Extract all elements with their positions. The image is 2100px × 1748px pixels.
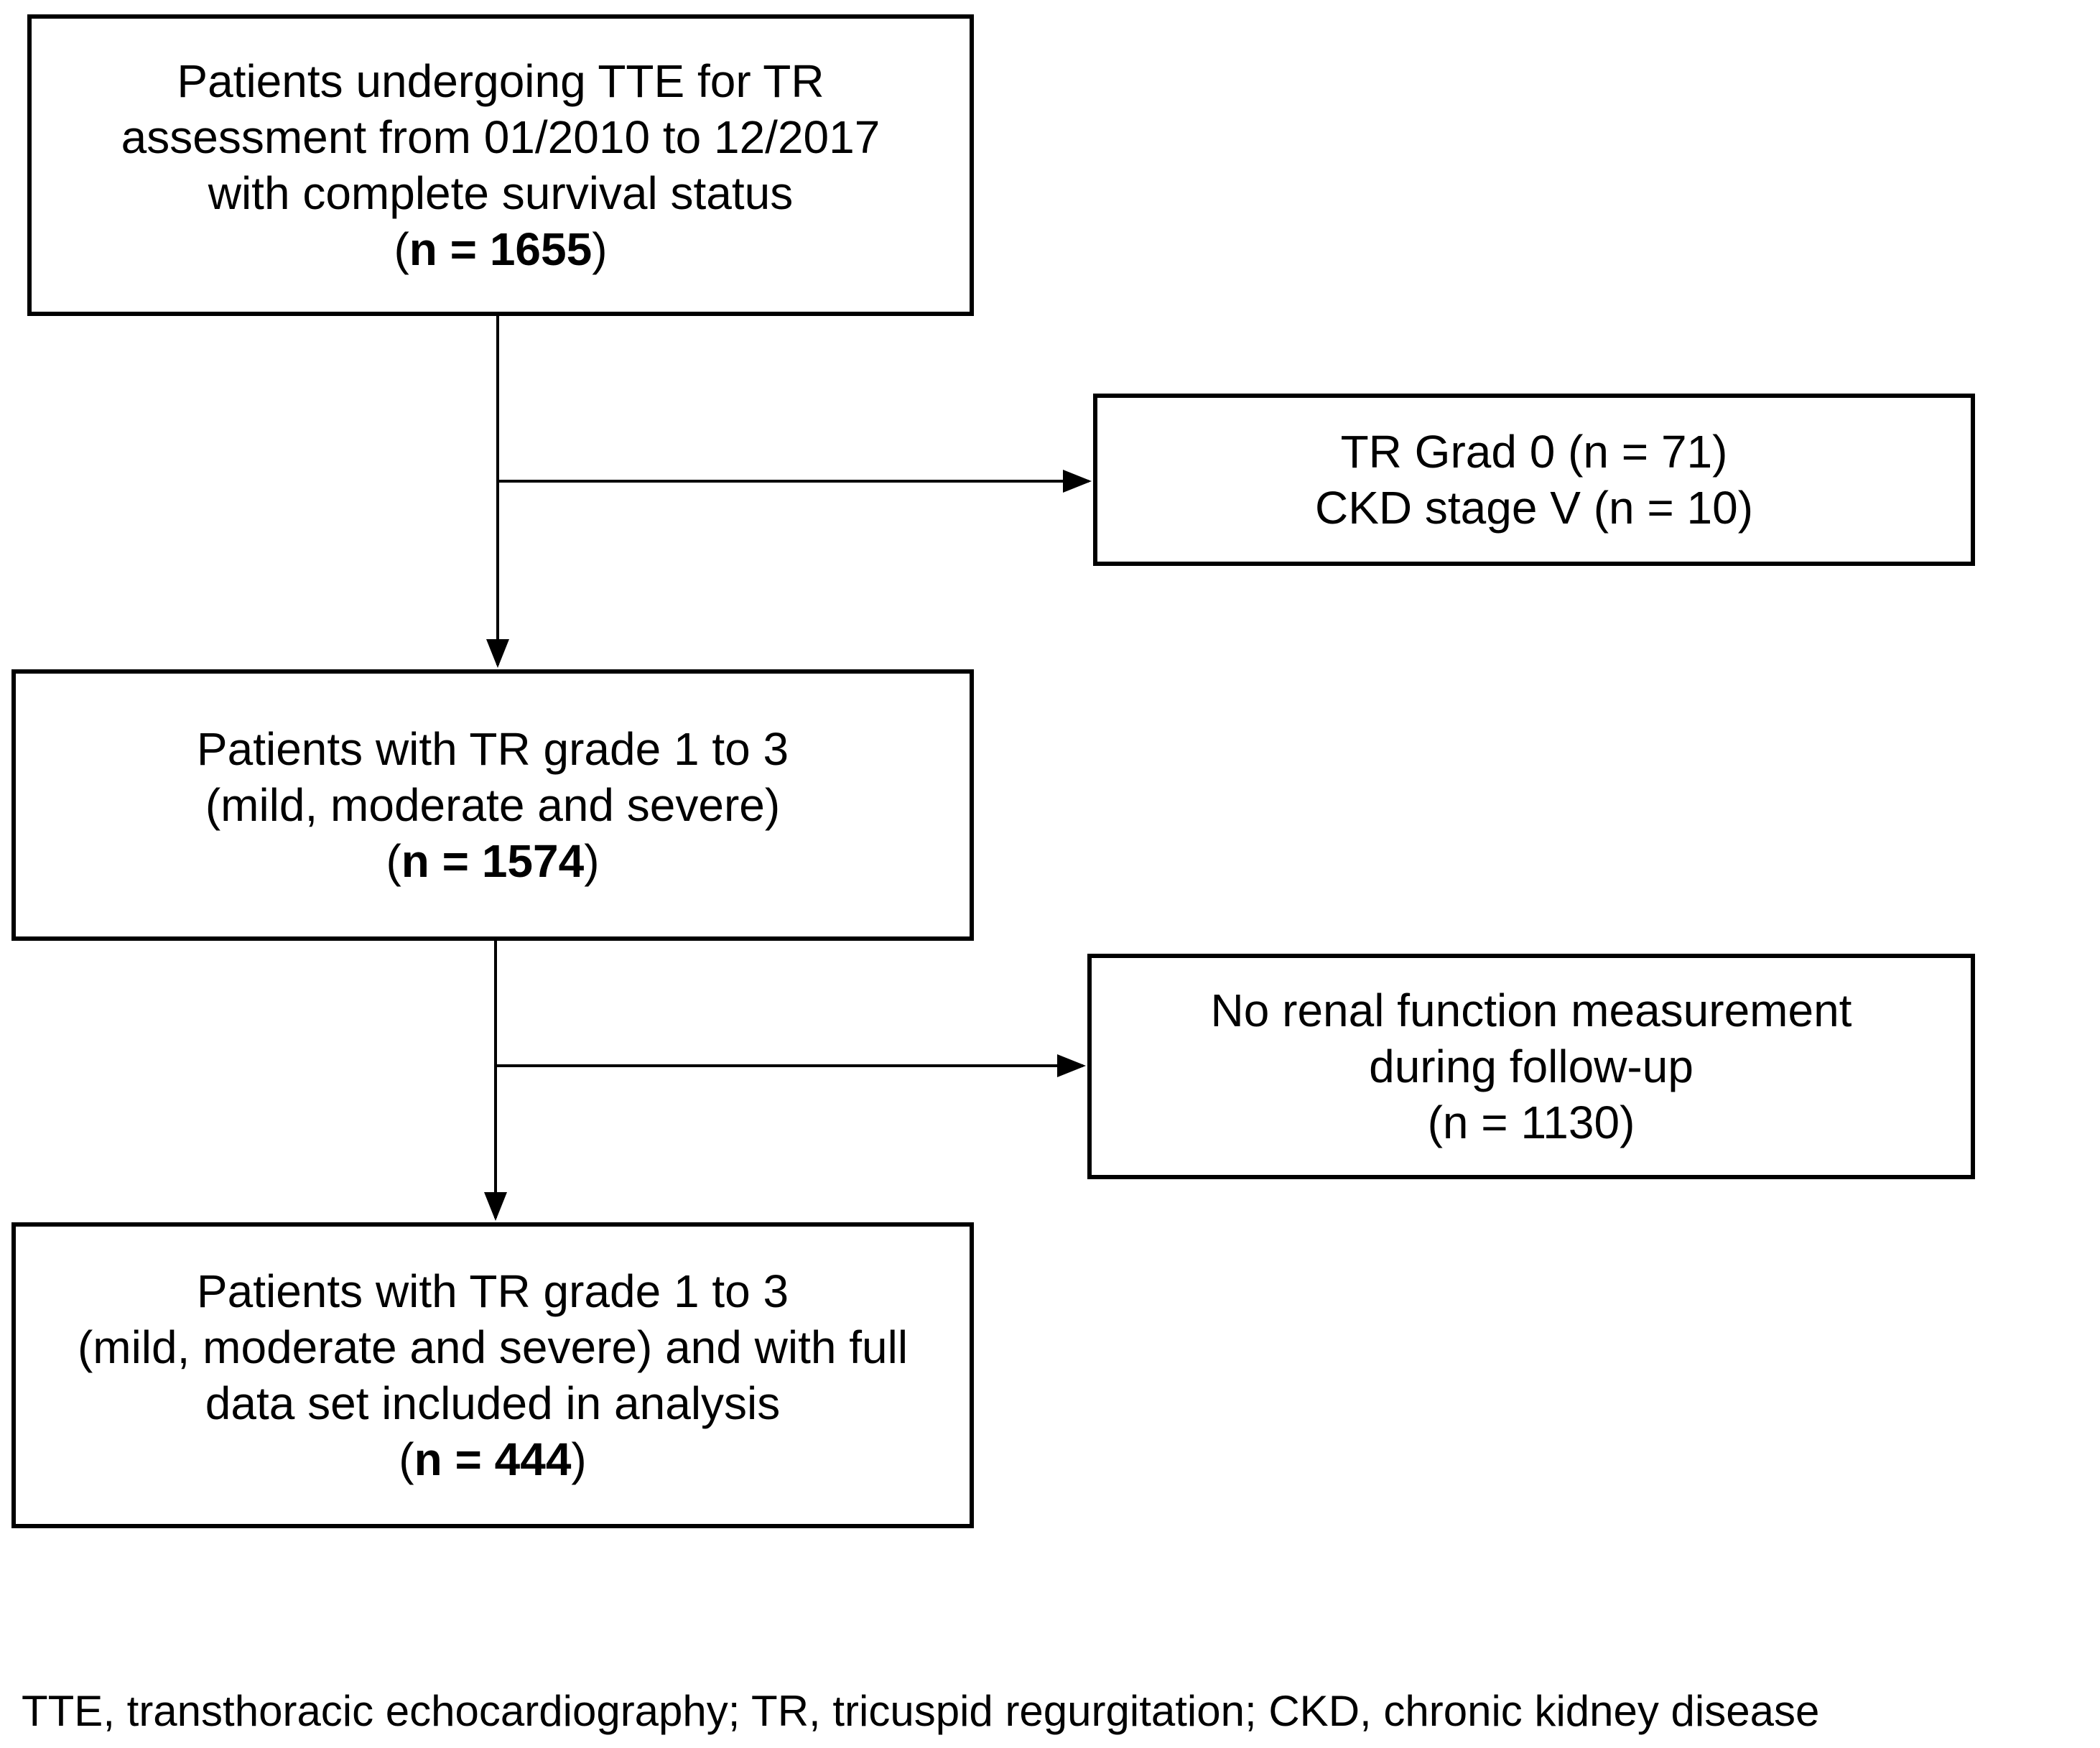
- box-line: TR Grad 0 (n = 71): [1340, 426, 1728, 478]
- box-line: (mild, moderate and severe): [205, 779, 781, 831]
- box-line: during follow-up: [1369, 1041, 1694, 1092]
- box-line: with complete survival status: [208, 167, 794, 219]
- count-value: n = 1655: [409, 223, 593, 275]
- box-final-analysis-population: Patients with TR grade 1 to 3 (mild, mod…: [11, 1222, 974, 1528]
- box-start-population: Patients undergoing TTE for TR assessmen…: [27, 14, 974, 316]
- box-excluded-tr-grade-0-ckd: TR Grad 0 (n = 71) CKD stage V (n = 10): [1093, 394, 1975, 566]
- box-excluded-no-renal-measurement: No renal function measurement during fol…: [1087, 954, 1975, 1179]
- box-line: Patients undergoing TTE for TR: [177, 55, 824, 107]
- box-line: Patients with TR grade 1 to 3: [196, 1265, 789, 1317]
- box-line: Patients with TR grade 1 to 3: [196, 723, 789, 775]
- box-line: (n = 1130): [1427, 1097, 1635, 1148]
- box-line: data set included in analysis: [205, 1377, 781, 1429]
- box-count: (n = 1655): [394, 223, 608, 275]
- abbreviation-footnote: TTE, transthoracic echocardiography; TR,…: [22, 1687, 1820, 1735]
- box-count: (n = 444): [399, 1433, 587, 1485]
- box-line: CKD stage V (n = 10): [1314, 482, 1754, 534]
- count-value: n = 444: [414, 1433, 572, 1485]
- box-line: assessment from 01/2010 to 12/2017: [121, 111, 881, 163]
- box-tr-grade-1-to-3: Patients with TR grade 1 to 3 (mild, mod…: [11, 669, 974, 941]
- count-value: n = 1574: [401, 835, 585, 887]
- box-line: No renal function measurement: [1210, 985, 1852, 1036]
- box-count: (n = 1574): [386, 835, 600, 887]
- box-line: (mild, moderate and severe) and with ful…: [77, 1321, 909, 1373]
